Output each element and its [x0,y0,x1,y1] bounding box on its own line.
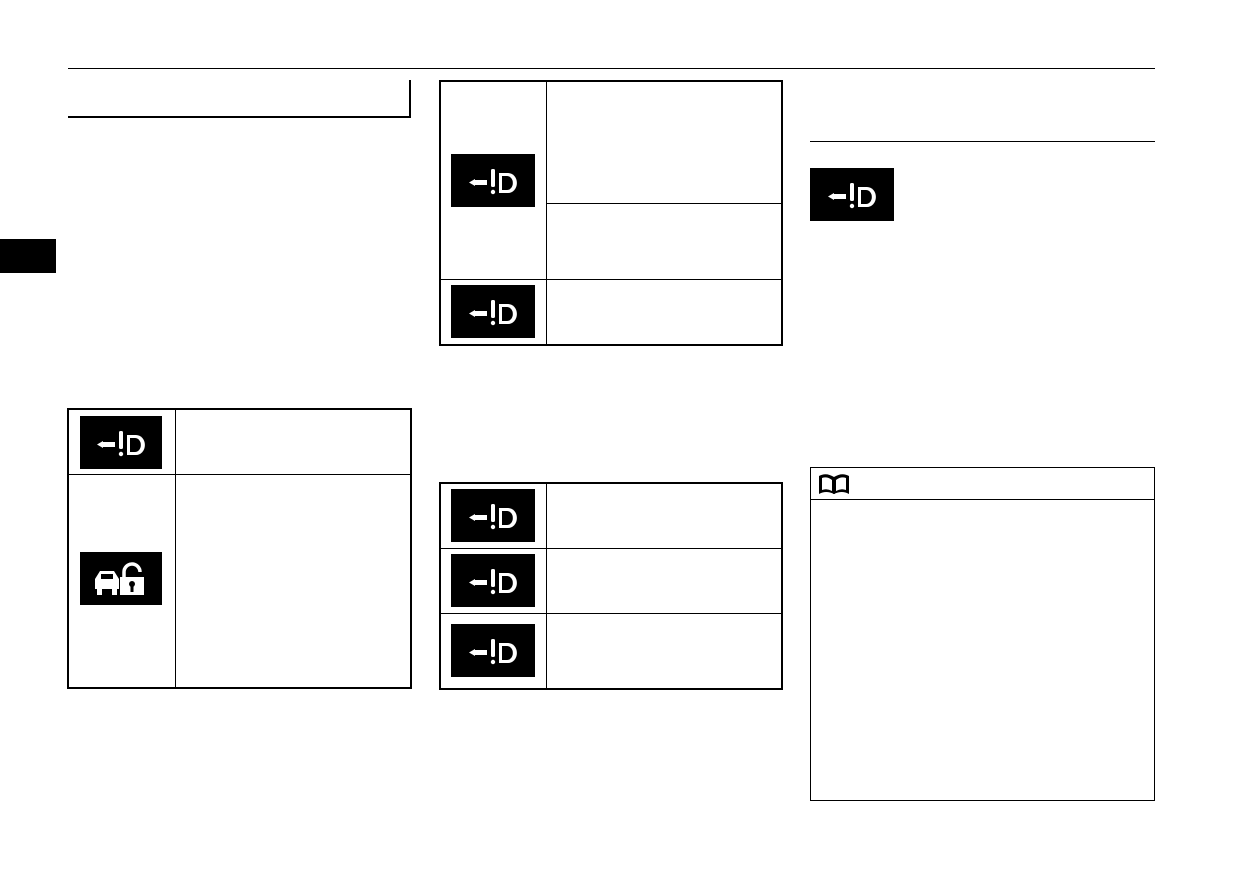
seatbelt-warning-icon [80,416,162,469]
seatbelt-warning-icon [810,168,894,221]
seatbelt-warning-icon [451,554,535,607]
seatbelt-warning-icon [451,624,535,677]
right-section-rule [810,141,1155,142]
chapter-tab [0,239,56,273]
warning-table-left [67,408,412,689]
note-box [810,467,1155,801]
warning-table-mid-bottom [439,482,783,690]
section-heading-box [68,80,411,118]
door-unlock-icon [80,552,162,605]
seatbelt-warning-icon [451,489,535,542]
header-rule [68,68,1155,69]
seatbelt-warning-icon [451,154,535,207]
note-header [811,468,1154,500]
open-book-icon [819,474,849,494]
warning-table-mid-top [439,80,783,346]
seatbelt-warning-icon [451,285,535,338]
